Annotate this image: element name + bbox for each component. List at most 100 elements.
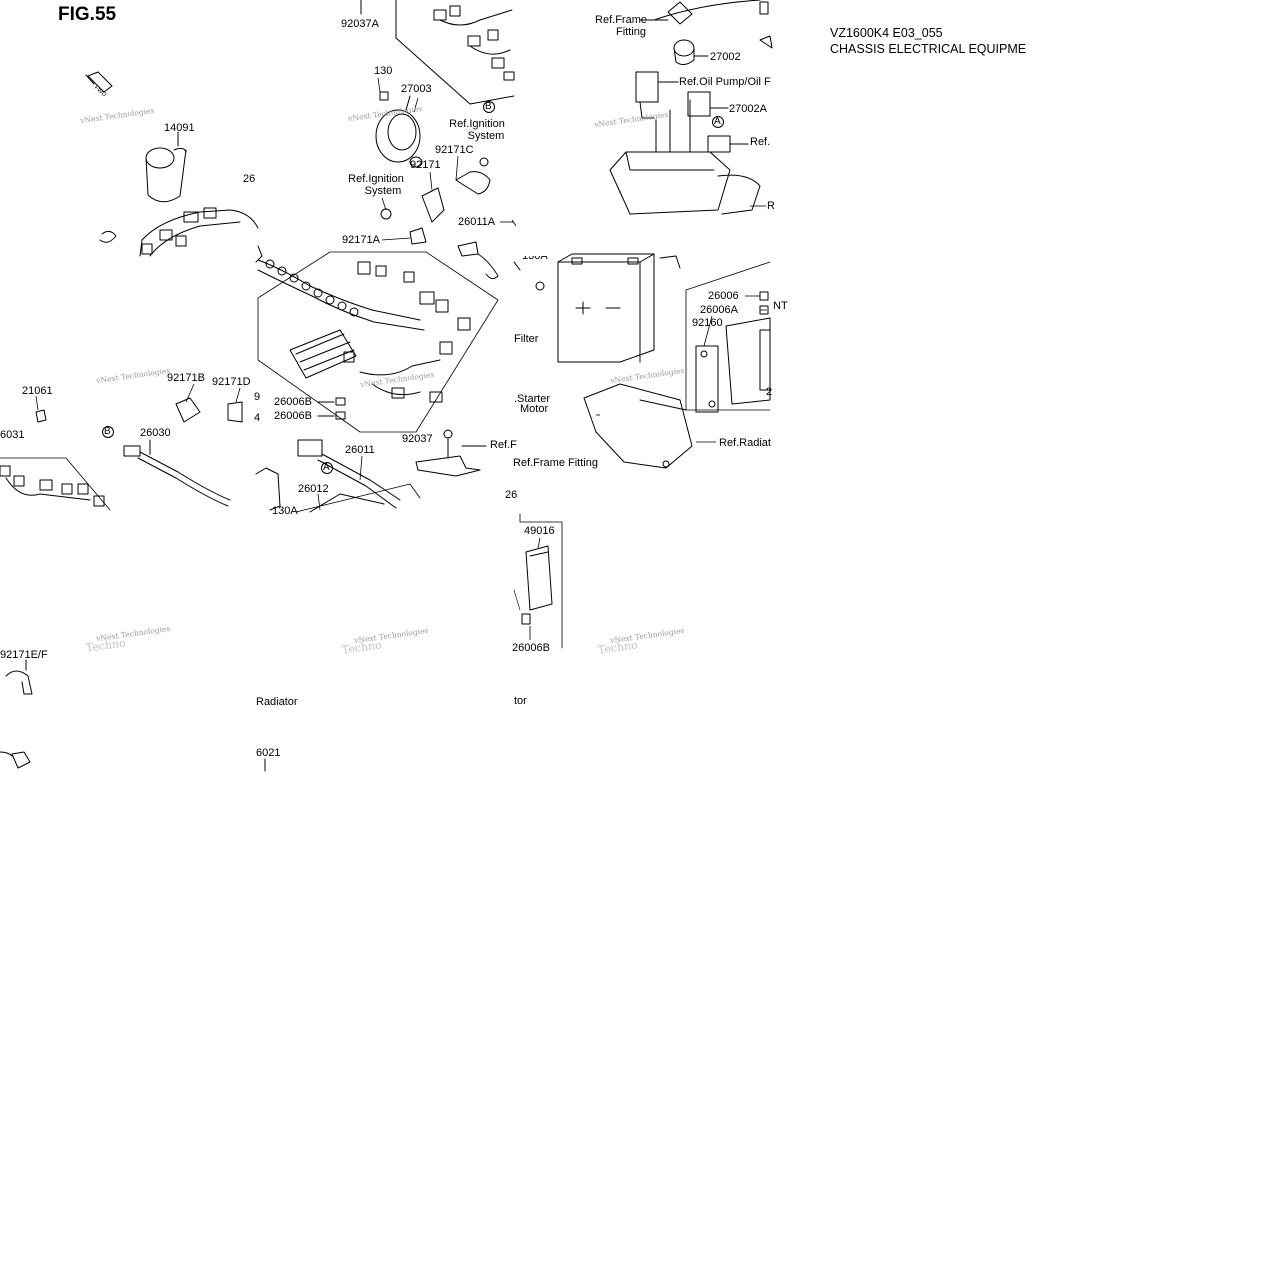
clip-ring	[99, 230, 117, 243]
pad-92160	[695, 345, 719, 413]
connectors-top-center	[433, 5, 515, 81]
callout-ref-ignition-1: Ref.Ignition System	[446, 118, 508, 142]
callout-ref-part: Ref.F	[490, 439, 517, 451]
marker-a-letter: A	[714, 116, 721, 127]
marker-b-top	[483, 101, 495, 113]
fwd-arrow-icon: FWD	[85, 71, 113, 99]
callout-radiator: Radiator	[256, 696, 298, 708]
callout-ref-radiator: Ref.Radiat	[719, 437, 771, 449]
cover-radiator	[583, 383, 693, 469]
marker-b-letter-left: B	[104, 426, 111, 437]
callout-26-fragment: 26	[505, 489, 518, 501]
relay-oil-pump	[635, 71, 679, 119]
battery-cover	[717, 174, 761, 215]
harness-connectors-right	[343, 261, 471, 403]
callout-26011: 26011	[345, 444, 375, 456]
ref-ignition-2-line2: System	[364, 185, 402, 197]
connector-group-6031	[0, 465, 105, 507]
ecu-box	[725, 317, 771, 405]
callout-filter: Filter	[514, 333, 539, 345]
callout-26031: 6031	[0, 429, 25, 441]
callout-27002: 27002	[710, 51, 741, 63]
callout-nt-fragment: NT	[773, 300, 788, 312]
callout-21061: 21061	[22, 385, 53, 397]
model-code: VZ1600K4 E03_055	[830, 26, 943, 40]
fuse-box-49016	[521, 545, 553, 625]
callout-starter-line1: .Starter	[514, 393, 551, 405]
battery-case	[609, 99, 731, 215]
callout-26012: 26012	[298, 483, 329, 495]
bolt-21061	[35, 409, 47, 423]
callout-ref-frame-fitting-top: Ref.Frame Fitting	[592, 14, 650, 38]
callout-92171: 92171	[410, 159, 441, 171]
callout-2-fragment: 2	[766, 386, 773, 398]
horn-27003	[375, 91, 423, 168]
callout-26006: 26006	[708, 290, 739, 302]
marker-a-top	[712, 116, 724, 128]
clip-92171B	[175, 397, 201, 423]
bracket-92037	[415, 429, 487, 477]
cable-26011	[297, 439, 401, 509]
callout-130A: 130A	[272, 505, 298, 514]
harness-loom	[255, 245, 425, 331]
ecu-connector-block	[289, 329, 357, 379]
clamp-92171EF	[5, 659, 33, 695]
relay-27002A	[687, 91, 729, 117]
callout-92171C: 92171C	[435, 144, 474, 156]
callout-starter-line2: Motor	[520, 403, 549, 415]
section-title: CHASSIS ELECTRICAL EQUIPME	[830, 42, 1027, 56]
ref-ignition-1-line1: Ref.Ignition	[449, 118, 505, 130]
ref-ignition-2-line1: Ref.Ignition	[348, 173, 404, 185]
callout-ref-oil-pump: Ref.Oil Pump/Oil F	[679, 76, 771, 88]
callout-26: 26	[243, 173, 256, 185]
callout-49016: 49016	[524, 525, 555, 537]
callout-130A-top: 130A	[522, 250, 548, 262]
bracket-92171	[421, 187, 445, 223]
cable-26030	[123, 439, 231, 507]
callout-130: 130	[374, 65, 393, 77]
callout-92171EF: 92171E/F	[0, 649, 48, 661]
callout-ref-ignition-2: Ref.Ignition System	[344, 173, 408, 197]
callout-92171B: 92171B	[167, 372, 205, 384]
callout-130A-top-text: 130A	[522, 250, 548, 262]
bracket-92171C	[455, 171, 491, 195]
callout-ref-trunc-1: Ref.	[750, 136, 771, 148]
connector-bottom-left	[0, 751, 31, 769]
relay-27002	[673, 39, 709, 66]
callout-92171D: 92171D	[212, 376, 251, 388]
relay-ref	[707, 135, 731, 153]
callout-26030: 26030	[140, 427, 171, 439]
callout-ref-trunc-2: R	[767, 200, 775, 212]
marker-a-letter-lower: A	[323, 462, 330, 473]
callout-4-fragment: 4	[254, 412, 261, 424]
harness-enclosure-outline	[257, 251, 499, 433]
callout-92171A: 92171A	[342, 234, 380, 246]
marker-b-letter: B	[485, 101, 492, 112]
callout-26006B-c: 26006B	[512, 642, 550, 654]
callout-26006A: 26006A	[700, 304, 738, 316]
frame-fitting-edge	[653, 0, 761, 21]
callout-ref-frame-fitting: Ref.Frame Fitting	[513, 457, 598, 469]
callout-27003: 27003	[401, 83, 432, 95]
main-harness-left	[139, 207, 259, 257]
callout-92037A: 92037A	[341, 18, 379, 30]
ref-frame-line1: Ref.Frame	[595, 14, 647, 26]
callout-26006B-b: 26006B	[274, 410, 312, 422]
harness-outline-top	[395, 0, 515, 105]
callout-92160: 92160	[692, 317, 723, 329]
marker-b-left	[102, 426, 114, 438]
callout-9-fragment: 9	[254, 391, 261, 403]
callout-26021: 6021	[256, 747, 281, 759]
callout-26006B-a: 26006B	[274, 396, 312, 408]
fuse-cylinder-14091	[145, 131, 187, 203]
figure-number: FIG.55	[58, 4, 117, 25]
clip-92171D	[227, 401, 243, 423]
battery	[557, 253, 655, 363]
callout-14091: 14091	[164, 122, 195, 134]
ref-frame-line2: Fitting	[616, 26, 646, 38]
connector-mid	[457, 241, 479, 257]
callout-26011A: 26011A	[458, 216, 496, 228]
callout-tor-fragment: tor	[514, 695, 527, 707]
